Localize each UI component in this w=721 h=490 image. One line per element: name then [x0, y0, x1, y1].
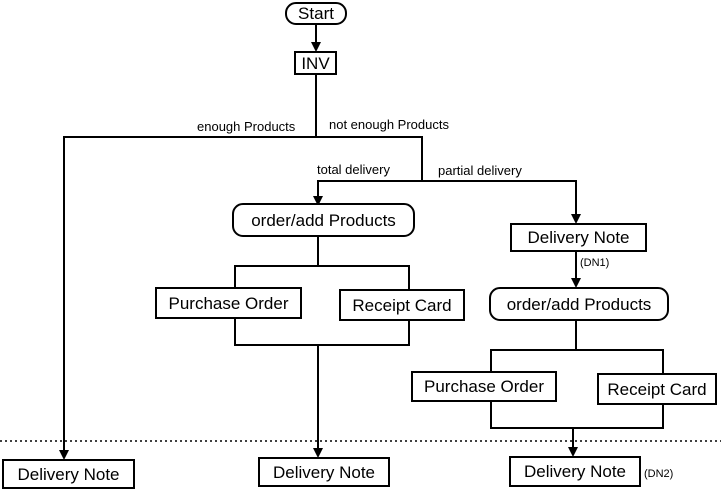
connectors — [59, 24, 664, 460]
node-delivery-note-bottom-middle: Delivery Note — [258, 457, 390, 487]
note-dn2: (DN2) — [644, 468, 673, 480]
node-rc-right-label: Receipt Card — [607, 380, 706, 399]
node-inv: INV — [294, 51, 337, 75]
node-order-right-label: order/add Products — [507, 295, 652, 314]
node-dn-bottom-3-label: Delivery Note — [524, 462, 626, 481]
node-po-left-label: Purchase Order — [169, 294, 289, 313]
edge-label-partial-delivery: partial delivery — [438, 163, 522, 178]
node-delivery-note-bottom-right: Delivery Note — [509, 456, 641, 487]
edge-left-split — [234, 265, 410, 290]
node-start: Start — [285, 2, 347, 25]
node-dn-bottom-1-label: Delivery Note — [17, 465, 119, 484]
edge-label-not-enough-products: not enough Products — [329, 117, 449, 132]
node-delivery-note-bottom-left: Delivery Note — [2, 459, 135, 489]
node-purchase-order-left: Purchase Order — [155, 287, 302, 319]
node-dn-right-top-label: Delivery Note — [527, 228, 629, 247]
edge-right-merge — [490, 401, 664, 429]
node-rc-left-label: Receipt Card — [352, 296, 451, 315]
node-order-left-label: order/add Products — [251, 211, 396, 230]
edge-not-enough-products — [316, 136, 423, 181]
edge-right-split — [490, 349, 664, 374]
node-order-add-products-left: order/add Products — [232, 203, 415, 237]
edge-label-enough-products: enough Products — [197, 119, 296, 134]
edge-left-merge — [234, 318, 410, 346]
edge-total-delivery — [313, 180, 422, 206]
edge-partial-delivery — [422, 180, 581, 224]
node-inv-label: INV — [301, 54, 330, 73]
node-purchase-order-right: Purchase Order — [411, 371, 557, 402]
node-receipt-card-left: Receipt Card — [339, 289, 465, 321]
edge-label-total-delivery: total delivery — [317, 162, 390, 177]
note-dn1: (DN1) — [580, 257, 609, 269]
edge-enough-products — [59, 136, 316, 460]
node-delivery-note-right-top: Delivery Note — [510, 223, 647, 252]
node-receipt-card-right: Receipt Card — [597, 373, 717, 405]
node-dn-bottom-2-label: Delivery Note — [273, 463, 375, 482]
node-po-right-label: Purchase Order — [424, 377, 544, 396]
node-start-label: Start — [298, 4, 334, 23]
node-order-add-products-right: order/add Products — [489, 287, 669, 321]
